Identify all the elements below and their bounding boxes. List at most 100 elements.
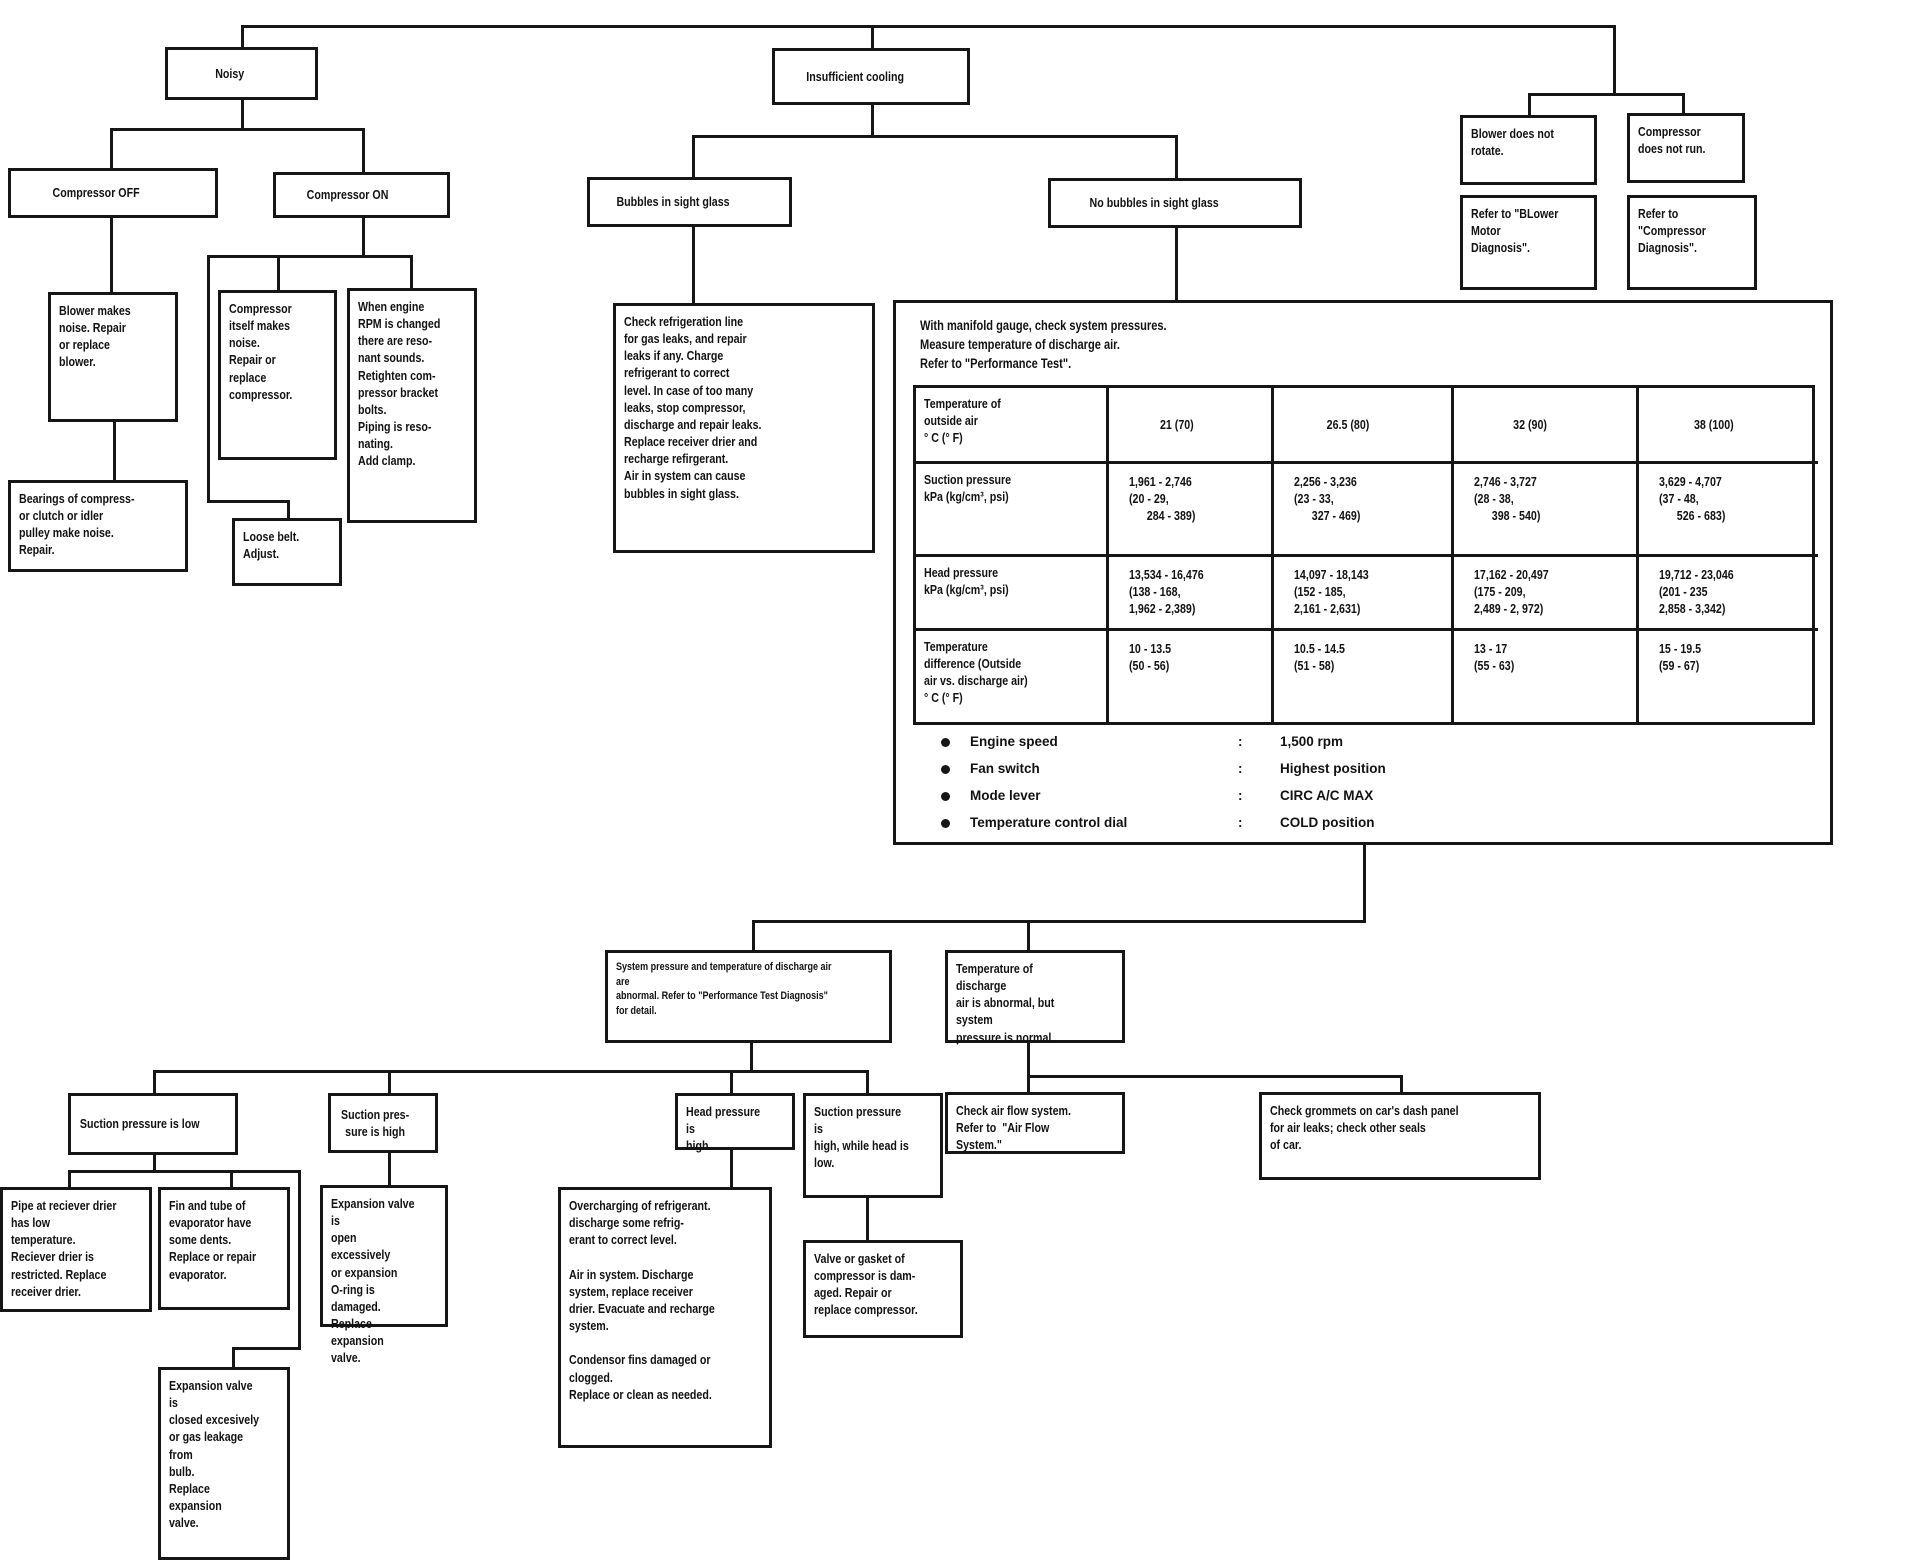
condition-label: Fan switch <box>970 761 1040 776</box>
table-col-header: 38 (100) <box>1636 388 1818 461</box>
table-row-label: Suction pressure kPa (kg/cm³, psi) <box>916 461 1106 554</box>
condition-label: Temperature control dial <box>970 815 1128 830</box>
condition-row: Mode lever : CIRC A/C MAX <box>941 787 1801 814</box>
condition-value: CIRC A/C MAX <box>1280 788 1374 803</box>
connector-line <box>113 422 116 480</box>
node-blower-noise: Blower makes noise. Repair or replace bl… <box>48 292 178 422</box>
connector-line <box>752 920 755 950</box>
connector-line <box>730 1070 733 1093</box>
table-cell: 2,746 - 3,727 (28 - 38, 398 - 540) <box>1451 461 1636 554</box>
connector-line <box>1175 135 1178 178</box>
node-check-grommets: Check grommets on car's dash panel for a… <box>1259 1092 1541 1180</box>
bullet-icon <box>941 819 950 828</box>
connector-line <box>362 128 365 172</box>
node-check-refrigeration-line: Check refrigeration line for gas leaks, … <box>613 303 875 553</box>
bullet-icon <box>941 738 950 747</box>
node-bubbles-sight-glass: Bubbles in sight glass <box>587 177 792 227</box>
connector-line <box>871 25 874 48</box>
manifold-gauge-panel: With manifold gauge, check system pressu… <box>893 300 1833 845</box>
node-blower-does-not-rotate: Blower does not rotate. <box>1460 115 1597 185</box>
node-loose-belt: Loose belt. Adjust. <box>232 518 342 586</box>
node-discharge-temp-abnormal: Temperature of discharge air is abnormal… <box>945 950 1125 1045</box>
node-expansion-valve-open: Expansion valve is open excessively or e… <box>320 1185 448 1365</box>
node-compressor-itself: Compressor itself makes noise. Repair or… <box>218 290 337 460</box>
connector-line <box>362 218 365 255</box>
connector-line <box>153 1155 156 1170</box>
condition-row: Temperature control dial : COLD position <box>941 814 1801 841</box>
table-col-header: 26.5 (80) <box>1271 388 1451 461</box>
node-insufficient-cooling: Insufficient cooling <box>772 48 970 105</box>
connector-line <box>410 255 413 288</box>
connector-line <box>241 25 244 47</box>
connector-line <box>110 128 113 168</box>
connector-line <box>241 100 244 128</box>
bullet-icon <box>941 792 950 801</box>
node-compressor-off: Compressor OFF <box>8 168 218 218</box>
node-compressor-on: Compressor ON <box>273 172 450 218</box>
node-system-pressure-abnormal: System pressure and temperature of disch… <box>605 950 892 1043</box>
connector-line <box>1027 1075 1030 1092</box>
condition-row: Engine speed : 1,500 rpm <box>941 733 1801 760</box>
node-compressor-does-not-run: Compressor does not run. <box>1627 113 1745 183</box>
connector-line <box>287 500 290 518</box>
node-suction-high-head-low: Suction pressure is high, while head is … <box>803 1093 943 1198</box>
connector-line <box>277 255 280 290</box>
node-fin-tube-evaporator: Fin and tube of evaporator have some den… <box>158 1187 290 1310</box>
connector-line <box>110 128 365 131</box>
node-valve-gasket-compressor: Valve or gasket of compressor is dam- ag… <box>803 1240 963 1338</box>
condition-separator: : <box>1238 734 1243 749</box>
connector-line <box>110 218 113 292</box>
node-no-bubbles-sight-glass: No bubbles in sight glass <box>1048 178 1302 228</box>
table-cell: 17,162 - 20,497 (175 - 209, 2,489 - 2, 9… <box>1451 554 1636 628</box>
node-overcharging-refrigerant: Overcharging of refrigerant. discharge s… <box>558 1187 772 1448</box>
table-corner-cell: Temperature of outside air ° C (° F) <box>924 396 1001 446</box>
node-noisy: Noisy <box>165 47 318 100</box>
connector-line <box>866 1198 869 1240</box>
table-cell: 1,961 - 2,746 (20 - 29, 284 - 389) <box>1106 461 1271 554</box>
condition-row: Fan switch : Highest position <box>941 760 1801 787</box>
condition-separator: : <box>1238 815 1243 830</box>
connector-line <box>692 135 695 177</box>
connector-line <box>1528 93 1531 115</box>
node-suction-pressure-low: Suction pressure is low <box>68 1093 238 1155</box>
bullet-icon <box>941 765 950 774</box>
table-cell: 10.5 - 14.5 (51 - 58) <box>1271 628 1451 722</box>
node-suction-pressure-high: Suction pres- sure is high <box>328 1093 438 1153</box>
table-cell: 14,097 - 18,143 (152 - 185, 2,161 - 2,63… <box>1271 554 1451 628</box>
node-check-air-flow-system: Check air flow system. Refer to "Air Flo… <box>945 1092 1125 1154</box>
connector-line <box>207 500 290 503</box>
node-refer-blower-motor-diagnosis: Refer to "BLower Motor Diagnosis". <box>1460 195 1597 290</box>
condition-label: Engine speed <box>970 734 1058 749</box>
connector-line <box>232 1347 301 1350</box>
node-expansion-valve-closed: Expansion valve is closed excesively or … <box>158 1367 290 1560</box>
node-refer-compressor-diagnosis: Refer to "Compressor Diagnosis". <box>1627 195 1757 290</box>
connector-line <box>1528 93 1685 96</box>
connector-line <box>752 920 1366 923</box>
connector-line <box>207 255 210 503</box>
connector-line <box>1400 1075 1403 1092</box>
connector-line <box>207 255 413 258</box>
condition-value: COLD position <box>1280 815 1375 830</box>
table-cell: 13 - 17 (55 - 63) <box>1451 628 1636 722</box>
connector-line <box>750 1043 753 1070</box>
table-row-label: Temperature difference (Outside air vs. … <box>916 628 1106 722</box>
connector-line <box>871 105 874 135</box>
connector-line <box>68 1170 71 1187</box>
condition-separator: : <box>1238 788 1243 803</box>
connector-line <box>730 1150 733 1187</box>
table-col-header: 21 (70) <box>1106 388 1271 461</box>
connector-line <box>692 135 1178 138</box>
table-cell: 3,629 - 4,707 (37 - 48, 526 - 683) <box>1636 461 1818 554</box>
table-cell: 10 - 13.5 (50 - 56) <box>1106 628 1271 722</box>
table-cell: 19,712 - 23,046 (201 - 235 2,858 - 3,342… <box>1636 554 1818 628</box>
node-head-pressure-high: Head pressure is high. <box>675 1093 795 1153</box>
table-col-header: 32 (90) <box>1451 388 1636 461</box>
connector-line <box>230 1170 233 1187</box>
condition-separator: : <box>1238 761 1243 776</box>
table-cell: 13,534 - 16,476 (138 - 168, 1,962 - 2,38… <box>1106 554 1271 628</box>
table-cell: 15 - 19.5 (59 - 67) <box>1636 628 1818 722</box>
table-row-label: Head pressure kPa (kg/cm³, psi) <box>916 554 1106 628</box>
connector-line <box>1175 228 1178 300</box>
connector-line <box>692 227 695 303</box>
